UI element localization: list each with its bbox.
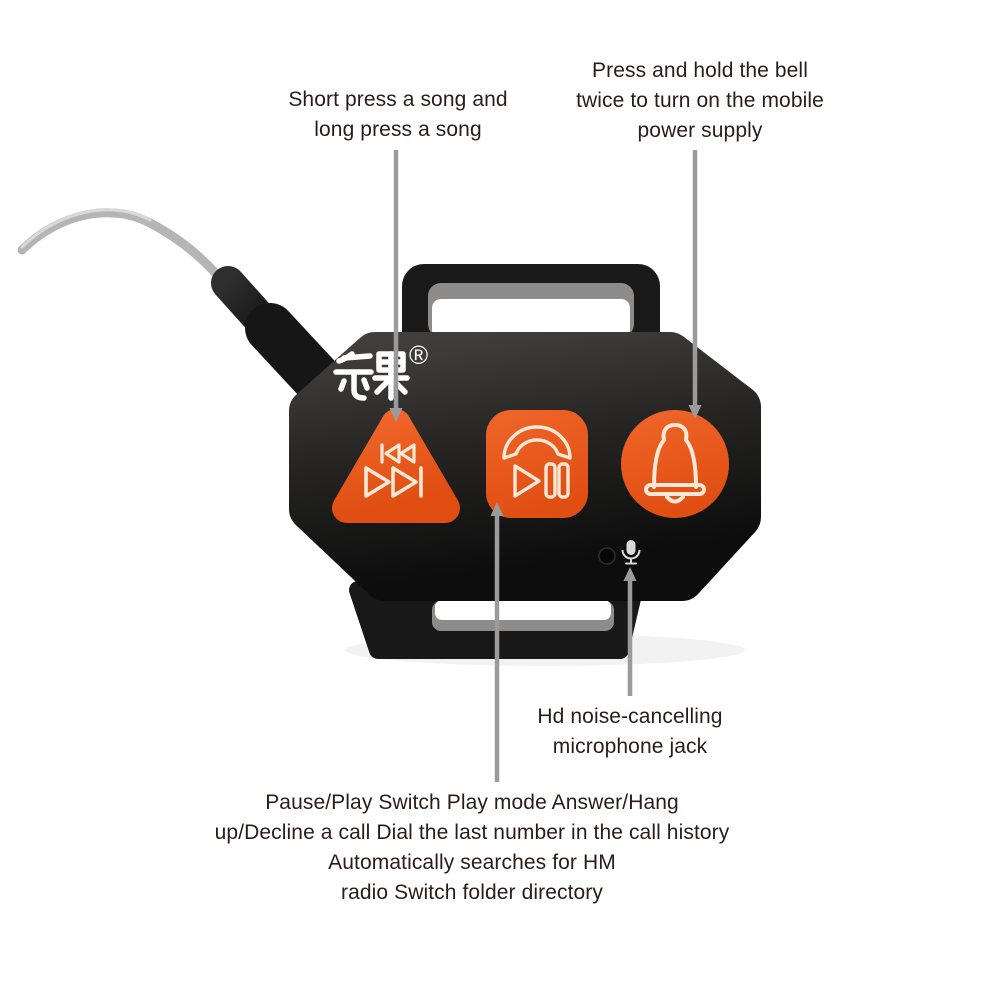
microphone-icon (621, 540, 641, 565)
bell-power-button (621, 410, 729, 518)
audio-cable (17, 208, 233, 293)
callout-bell-button: Press and hold the bell twice to turn on… (545, 56, 855, 146)
leader-line-bell-button (688, 150, 702, 419)
play-pause-icon (513, 462, 570, 499)
callout-center-button: Pause/Play Switch Play mode Answer/Hang … (170, 788, 774, 908)
callout-bell-button-line-3: power supply (637, 119, 763, 142)
play-pause-call-button (486, 410, 588, 518)
cable-collar (245, 303, 347, 409)
callout-center-button-line-2: up/Decline a call Dial the last number i… (214, 821, 730, 844)
callout-center-button-line-1: Pause/Play Switch Play mode Answer/Hang (265, 791, 679, 814)
callout-track-buttons-line-2: long press a song (314, 118, 482, 141)
callout-center-button-line-4: radio Switch folder directory (340, 881, 603, 904)
leader-lines (389, 150, 702, 782)
callout-track-buttons: Short press a song and long press a song (248, 85, 548, 145)
leader-line-track-buttons (389, 150, 403, 422)
callout-bell-button-line-1: Press and hold the bell (592, 59, 808, 82)
previous-track-icon (380, 443, 416, 464)
callout-microphone: Hd noise-cancelling microphone jack (480, 702, 780, 762)
handset-icon (502, 425, 572, 460)
callout-track-buttons-line-1: Short press a song and (288, 88, 508, 111)
audio-cable-highlight (20, 208, 152, 249)
callout-center-button-line-3: Automatically searches for HM (328, 851, 616, 874)
callout-bell-button-line-2: twice to turn on the mobile (576, 89, 824, 112)
bell-icon (644, 423, 706, 504)
callout-microphone-line-2: microphone jack (552, 735, 708, 758)
microphone-hole (598, 547, 616, 565)
next-track-icon (364, 466, 423, 498)
leader-line-center-button (490, 502, 504, 782)
callout-microphone-line-1: Hd noise-cancelling (537, 705, 723, 728)
leader-line-microphone (623, 567, 637, 696)
prev-next-track-button (332, 409, 460, 523)
registered-mark: ® (409, 340, 428, 370)
